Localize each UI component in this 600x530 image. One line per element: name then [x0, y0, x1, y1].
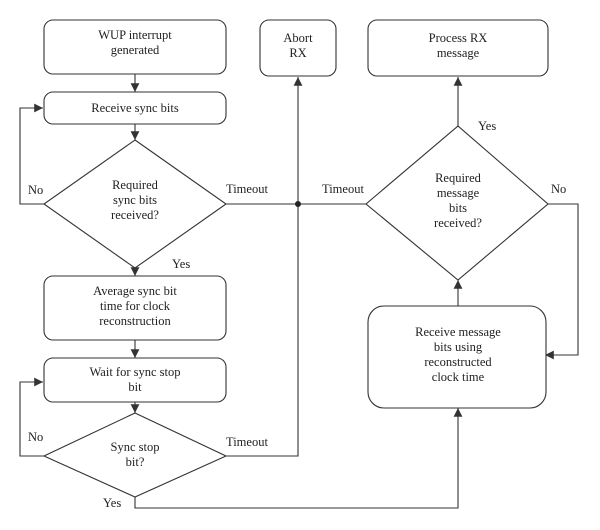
label-line: Wait for sync stop [90, 365, 181, 379]
label-line: generated [111, 43, 160, 57]
label-line: Receive sync bits [91, 101, 179, 115]
receive-sync-bits-box: Receive sync bits [43, 91, 227, 125]
arrow-yes-to-receive-message [134, 408, 463, 509]
label-line: Average sync bit [93, 284, 177, 298]
label-line: WUP interrupt [98, 28, 172, 42]
no-label-message: No [551, 182, 566, 196]
yes-label-stop: Yes [103, 496, 121, 510]
arrow-no-loop-stop [19, 377, 44, 457]
label-line: received? [434, 216, 482, 230]
label-line: time for clock [100, 299, 171, 313]
edge-labels: No Timeout Yes No Timeout Yes Timeout Ye… [28, 119, 566, 510]
label-line: Process RX [429, 31, 488, 45]
no-label-sync: No [28, 183, 43, 197]
label-line: received? [111, 208, 159, 222]
label-line: Required [435, 171, 482, 185]
yes-label-sync: Yes [172, 257, 190, 271]
line-timeout-stop [226, 204, 299, 457]
label-line: Required [112, 178, 159, 192]
label-line: bit [128, 380, 142, 394]
label-line: bits using [434, 340, 483, 354]
label-line: Abort [283, 31, 313, 45]
connectors [19, 74, 579, 509]
label-line: message [437, 186, 480, 200]
label-line: Sync stop [111, 440, 160, 454]
label-line: clock time [432, 370, 485, 384]
label-line: reconstruction [99, 314, 171, 328]
no-label-stop: No [28, 430, 43, 444]
label-line: RX [289, 46, 306, 60]
arrow-no-to-receive-message [545, 203, 579, 360]
arrow-no-loop-sync [19, 103, 44, 205]
label-line: Receive message [415, 325, 501, 339]
label-line: message [437, 46, 480, 60]
timeout-label-message: Timeout [322, 182, 364, 196]
label-line: bits [449, 201, 467, 215]
yes-label-message: Yes [478, 119, 496, 133]
timeout-label-sync: Timeout [226, 182, 268, 196]
label-line: bit? [126, 455, 145, 469]
receive-sync-bits-label: Receive sync bits [91, 101, 179, 115]
timeout-label-stop: Timeout [226, 435, 268, 449]
label-line: reconstructed [424, 355, 492, 369]
junction-dot [295, 201, 301, 207]
label-line: sync bits [113, 193, 157, 207]
